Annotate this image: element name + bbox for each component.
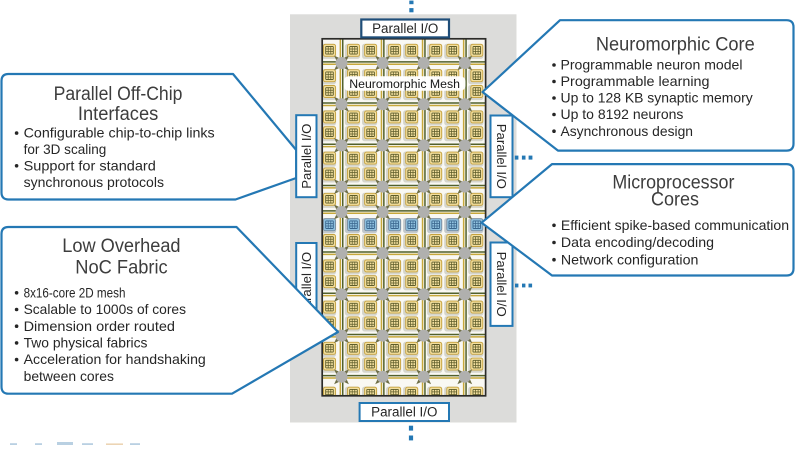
svg-text:Interfaces: Interfaces [78, 104, 158, 125]
svg-text:Neuromorphic Core: Neuromorphic Core [596, 35, 755, 56]
svg-text:8x16-core 2D mesh: 8x16-core 2D mesh [24, 284, 126, 300]
svg-text:Programmable learning: Programmable learning [561, 73, 710, 89]
svg-text:Parallel I/O: Parallel I/O [299, 124, 314, 189]
svg-text:Up to 128 KB synaptic memory: Up to 128 KB synaptic memory [561, 90, 753, 106]
svg-text:Parallel Off-Chip: Parallel Off-Chip [54, 84, 183, 105]
svg-text:Dimension order routed: Dimension order routed [24, 318, 175, 334]
svg-text:for 3D scaling: for 3D scaling [24, 141, 107, 157]
svg-text:Up to 8192 neurons: Up to 8192 neurons [561, 106, 684, 122]
svg-text:Network configuration: Network configuration [561, 251, 699, 267]
svg-text:between cores: between cores [24, 368, 114, 384]
svg-text:NoC Fabric: NoC Fabric [75, 257, 167, 278]
svg-text:Parallel I/O: Parallel I/O [372, 21, 438, 36]
svg-text:Low Overhead: Low Overhead [62, 236, 180, 257]
svg-text:Acceleration for handshaking: Acceleration for handshaking [24, 351, 206, 367]
svg-text:Cores: Cores [651, 190, 699, 211]
svg-text:synchronous protocols: synchronous protocols [24, 174, 164, 190]
svg-text:Support for standard: Support for standard [24, 157, 156, 173]
svg-text:Parallel I/O: Parallel I/O [494, 124, 509, 189]
svg-text:Efficient spike-based communic: Efficient spike-based communication [561, 217, 789, 233]
svg-text:Programmable neuron model: Programmable neuron model [561, 57, 743, 73]
svg-text:Scalable to 1000s of cores: Scalable to 1000s of cores [24, 301, 186, 317]
svg-text:Two physical fabrics: Two physical fabrics [24, 335, 148, 351]
svg-text:Parallel I/O: Parallel I/O [494, 252, 509, 317]
svg-text:Data encoding/decoding: Data encoding/decoding [561, 234, 714, 250]
svg-text:Configurable chip-to-chip link: Configurable chip-to-chip links [24, 125, 215, 141]
svg-text:Asynchronous design: Asynchronous design [561, 123, 694, 139]
svg-text:Parallel I/O: Parallel I/O [371, 405, 437, 420]
svg-text:Microprocessor: Microprocessor [612, 173, 735, 194]
svg-text:Neuromorphic Mesh: Neuromorphic Mesh [349, 77, 460, 91]
